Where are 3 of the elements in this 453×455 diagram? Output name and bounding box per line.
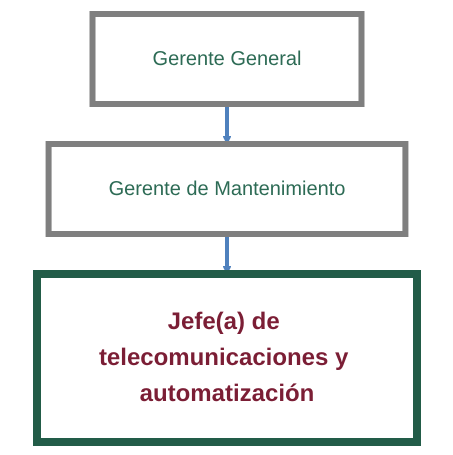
node-box: Jefe(a) de telecomunicaciones y automatización — [32, 270, 420, 446]
node-box: Gerente General — [89, 10, 364, 106]
node-box: Gerente de Mantenimiento — [45, 140, 408, 236]
